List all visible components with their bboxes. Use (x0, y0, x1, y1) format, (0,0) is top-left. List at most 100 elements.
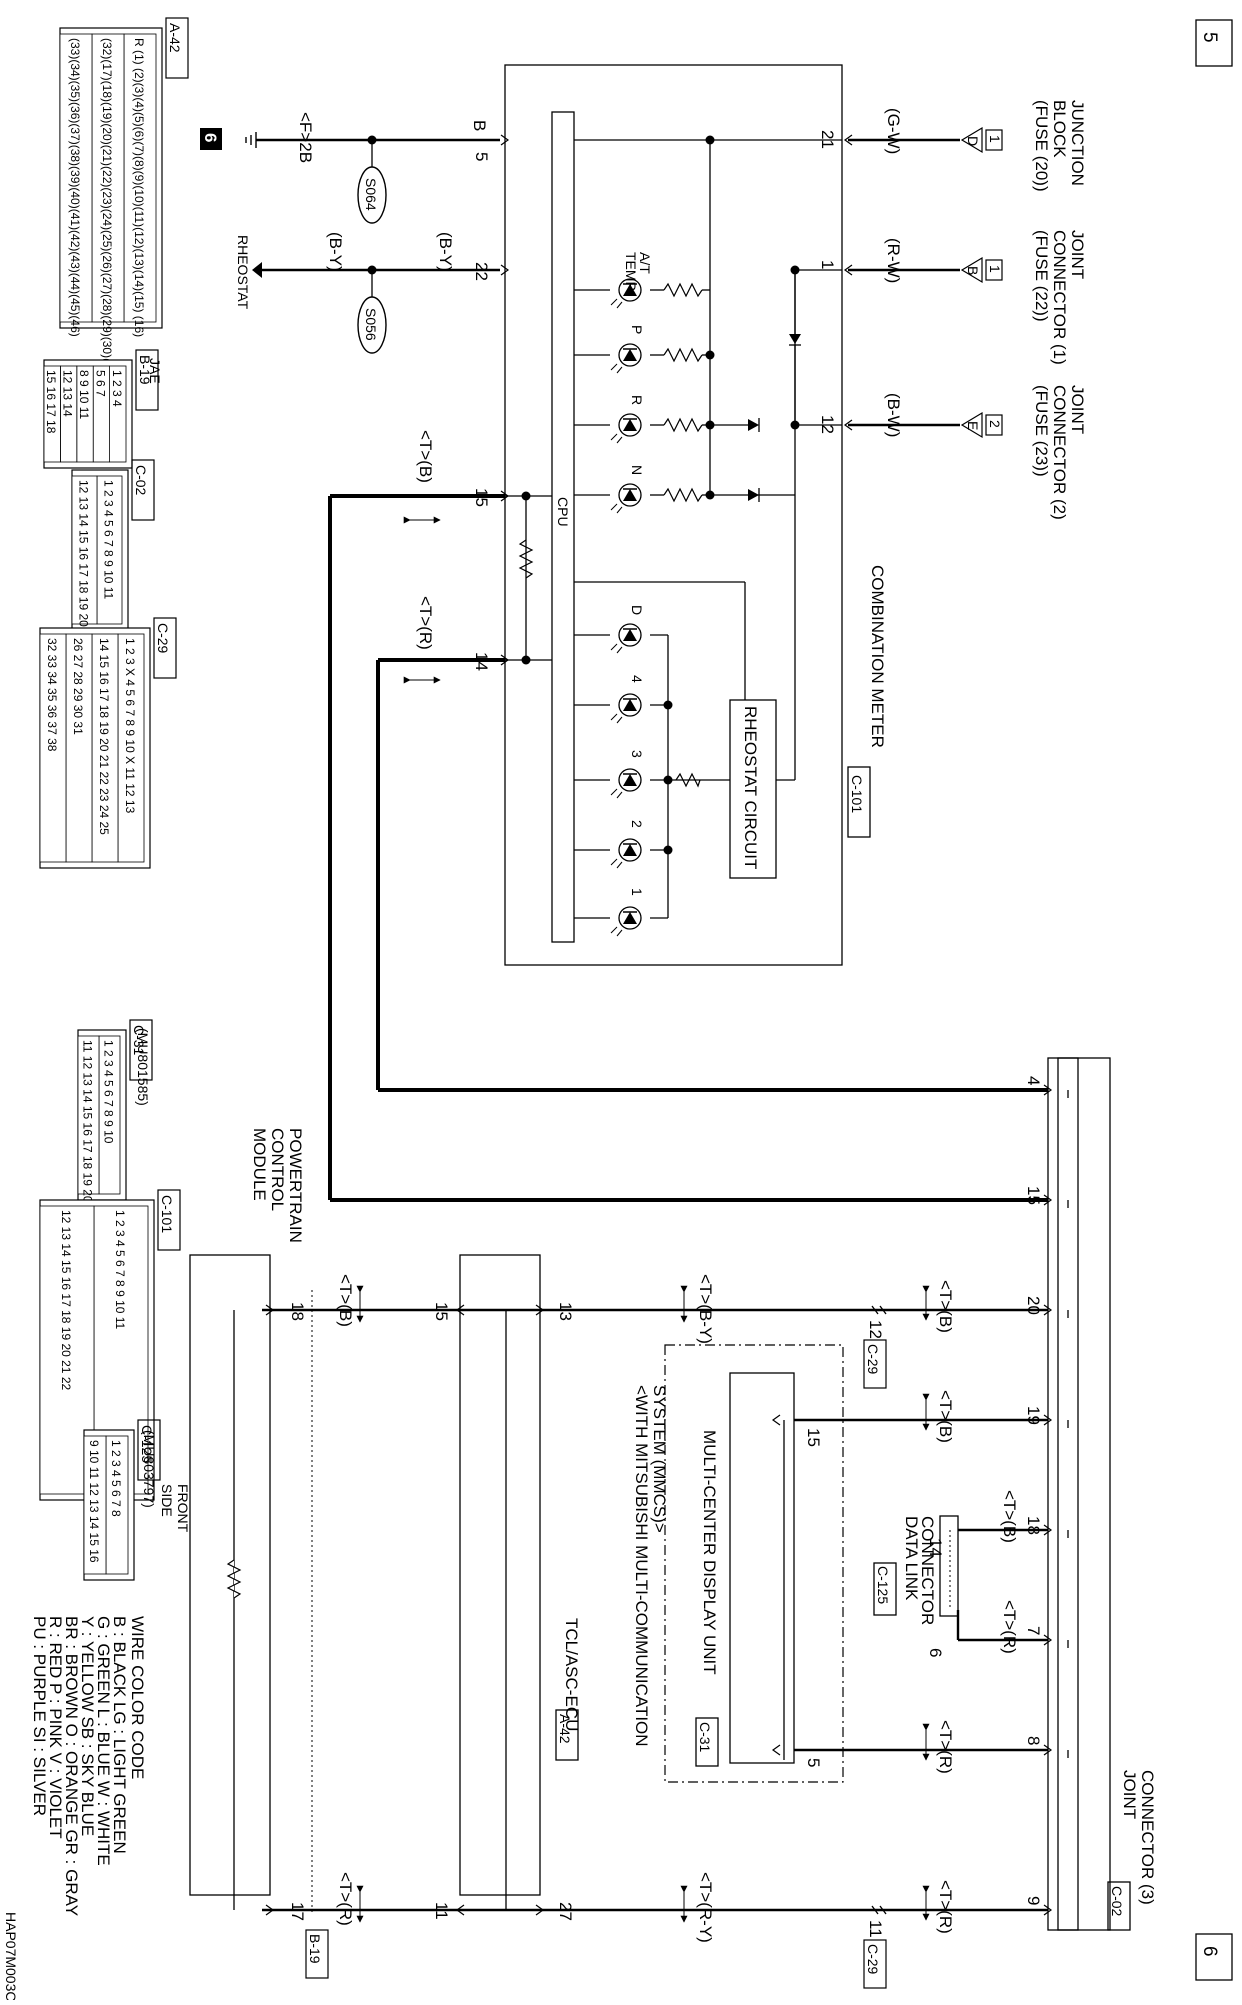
connector-view-pins: 5 6 7 (93, 370, 107, 397)
terminal-mark (843, 419, 853, 431)
terminal-mark (1043, 1414, 1053, 1426)
connector-view-c-29: C-291 2 3 X 4 5 6 7 8 9 10 X 11 12 1314 … (39, 617, 177, 869)
connector-number-box (985, 129, 1003, 151)
connector-view-pins: 1 2 3 4 5 6 7 8 (109, 1440, 123, 1517)
joint-connector-3-pin-15: 15 (1024, 1186, 1043, 1205)
pcm-title1: POWERTRAIN (286, 1128, 305, 1243)
ground-pin: 5 (472, 152, 491, 161)
diode-1 (789, 334, 801, 344)
junction-dot (663, 700, 673, 710)
connector-view-title-box (129, 1019, 153, 1081)
power-pin: 1 (818, 260, 837, 269)
rheostat-wire-color-top: (B-Y) (436, 232, 455, 272)
dlc-wire-r: <T>(R) (1000, 1600, 1019, 1654)
connector-view-pins: 1 2 3 4 5 6 7 8 9 10 11 (102, 480, 116, 600)
lamp-label: 2 (629, 820, 645, 828)
connector-view-row (77, 1035, 100, 1195)
connector-view-pins: 1 2 3 4 5 6 7 8 9 10 (102, 1040, 116, 1144)
legend-line-5: R : RED P : PINK V : VIOLET (46, 1616, 65, 1839)
connector-view-pins: 12 13 14 15 16 17 18 19 20 21 22 (77, 480, 91, 660)
legend-line-6: PU : PURPLE SI : SILVER (30, 1616, 49, 1816)
meter-can-wire-14: <T>(R) (416, 596, 435, 650)
lamp-label: 1 (629, 888, 645, 896)
joint-connector-3-pin-8: 8 (1024, 1736, 1043, 1745)
power-source-title1: JOINT (1068, 385, 1087, 434)
multi-center-display-box (729, 1372, 795, 1764)
connector-view-part: (MU801585) (135, 1028, 151, 1106)
rheostat-arrow (252, 262, 262, 278)
power-wire-color: (B-W) (884, 393, 903, 437)
connector-view-pins: (33)(34)(35)(36)(37)(38)(39)(40)(41)(42)… (68, 38, 82, 337)
connector-number: 1 (987, 265, 1003, 273)
data-link-connector-ref-box (873, 1562, 897, 1616)
dlc-wire-b: <T>(B) (1000, 1490, 1019, 1543)
dlc-pin-14: 14 (926, 1538, 945, 1557)
connector-view-title: C-31 (131, 1025, 147, 1056)
joint-connector-3-connector-box (1107, 1881, 1131, 1931)
indicator-lamp-4: 4 (574, 675, 668, 724)
connector-view-pins: 1 2 3 X 4 5 6 7 8 9 10 X 11 12 13 (123, 638, 137, 814)
pcm-connector: B-19 (307, 1934, 323, 1964)
terminal-mark (771, 1414, 781, 1426)
page-number-bottom: 6 (1199, 1946, 1220, 1957)
terminal-mark (843, 264, 853, 276)
connector-view-pins: 15 16 17 18 (44, 370, 58, 434)
pcm-title2: CONTROL (268, 1128, 287, 1211)
power-source-fuse: (FUSE (20)) (1032, 100, 1051, 192)
connector-view-title: C-02 (133, 465, 149, 496)
power-source-title1: JUNCTION (1068, 100, 1087, 186)
connector-view-pins: 1 2 3 4 (110, 370, 124, 407)
combination-meter-connector: C-101 (849, 775, 865, 813)
power-source-title2: CONNECTOR (2) (1050, 385, 1069, 520)
connector-view-pins: 12 13 14 15 16 17 18 19 20 21 22 (59, 1210, 73, 1390)
power-source-fuse: (FUSE (22)) (1032, 230, 1051, 322)
pcm-pin-17: 17 (288, 1902, 307, 1921)
connector-view-row (83, 1435, 107, 1575)
tcl-asc-ecu-box (459, 1254, 541, 1896)
mcd-pin-15: 15 (804, 1428, 823, 1447)
lamp-label: 3 (629, 750, 645, 758)
mcd-pin-5: 5 (804, 1758, 823, 1767)
joint-connector-3-connector: C-02 (1109, 1886, 1125, 1917)
led-icon (610, 906, 642, 937)
connector-view-pins: 26 27 28 29 30 31 (71, 638, 85, 735)
branch-20-conn-box (863, 1339, 887, 1389)
terminal-mark (1043, 1744, 1053, 1756)
legend-line-3: Y : YELLOW SB : SKY BLUE (78, 1616, 97, 1836)
mcd-wire-r: <T>(R) (936, 1720, 955, 1774)
data-link-title2: CONNECTOR (918, 1516, 937, 1625)
terminal-mark (500, 264, 510, 276)
connector-view-title-box (131, 459, 155, 521)
legend-line-1: B : BLACK LG : LIGHT GREEN (110, 1616, 129, 1854)
cpu-block (551, 111, 575, 943)
terminal-mark (455, 1904, 465, 1916)
rheostat-wire-color-bottom: (B-Y) (326, 232, 345, 272)
junction-dot (705, 135, 715, 145)
connector-view-title-box (165, 17, 189, 79)
pcm-wire-b: <T>(B) (336, 1274, 355, 1327)
break-mark (879, 1905, 887, 1915)
wire-color-legend: WIRE COLOR CODE B : BLACK LG : LIGHT GRE… (30, 1616, 147, 1916)
connector-number: 2 (987, 420, 1003, 428)
connector-view-title: C-125 (139, 1425, 155, 1463)
connector-view-row (59, 33, 93, 323)
page-number-bottom-box: 6 (1195, 1933, 1233, 1981)
combination-meter-title: COMBINATION METER (868, 565, 887, 748)
pcm-title3: MODULE (250, 1128, 269, 1201)
rheostat-label: RHEOSTAT (235, 235, 251, 310)
ground-number: 6 (201, 133, 220, 142)
connector-view-front: FRONT (175, 1484, 191, 1533)
joint-connector-3-title2: CONNECTOR (3) (1138, 1770, 1157, 1905)
joint-connector-3-bus (1057, 1057, 1079, 1931)
lamp-label: 4 (629, 675, 645, 683)
ground-number-box (200, 128, 222, 150)
data-link-connector-box (939, 1515, 959, 1617)
connector-view-front: SIDE (159, 1484, 175, 1517)
power-source-title2: BLOCK (1050, 100, 1069, 158)
lamp-label: N (629, 465, 645, 475)
